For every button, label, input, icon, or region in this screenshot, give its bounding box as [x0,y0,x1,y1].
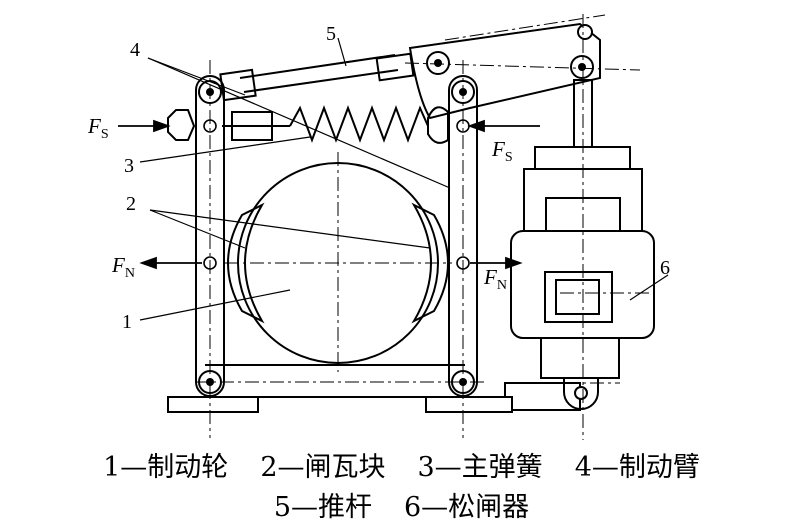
spring-seat-right [427,106,449,144]
legend-item-3: 3—主弹簧 [417,452,543,483]
part-number-3: 3 [124,155,134,177]
part-number-1: 1 [122,311,132,333]
thruster-window-inner [555,279,600,315]
part-number-4: 4 [130,39,140,61]
legend-row-1: 1—制动轮 2—闸瓦块 3—主弹簧 4—制动臂 [0,448,803,488]
base-bracket-right [504,382,581,411]
legend-item-5: 5—推杆 [273,492,372,523]
part-number-6: 6 [660,257,670,279]
legend-row-2: 5—推杆 6—松闸器 [0,488,803,528]
legend-item-1: 1—制动轮 [103,452,229,483]
adjust-nut [167,109,196,141]
base-foot-right [425,396,513,413]
brake-diagram: 4 5 3 2 1 6 FS FS FN FN [87,14,670,440]
legend: 1—制动轮 2—闸瓦块 3—主弹簧 4—制动臂 5—推杆 6—松闸器 [0,448,803,528]
brake-shoe-right [411,202,449,324]
force-fs-left: FS [87,114,109,142]
part-number-5: 5 [326,23,336,45]
push-rod-end [375,52,415,82]
force-fs-right: FS [491,137,513,165]
force-fn-right: FN [483,265,507,293]
top-lever [408,22,601,120]
pivot-lever-top [577,24,593,40]
thruster-window-outer [544,271,613,323]
thruster-lower [540,337,620,379]
push-rod-bottom [243,69,399,93]
brake-shoe-left [227,202,265,324]
push-rod-clevis [219,68,257,102]
part-number-2: 2 [126,193,136,215]
spring-seat-left [231,111,273,141]
base-foot-left [167,396,259,413]
legend-item-2: 2—闸瓦块 [260,452,386,483]
push-rod-top [239,54,396,79]
legend-item-6: 6—松闸器 [404,492,530,523]
legend-item-4: 4—制动臂 [574,452,700,483]
main-spring [289,105,429,143]
pivot-thruster-bottom [574,386,588,400]
force-fn-left: FN [111,253,135,281]
